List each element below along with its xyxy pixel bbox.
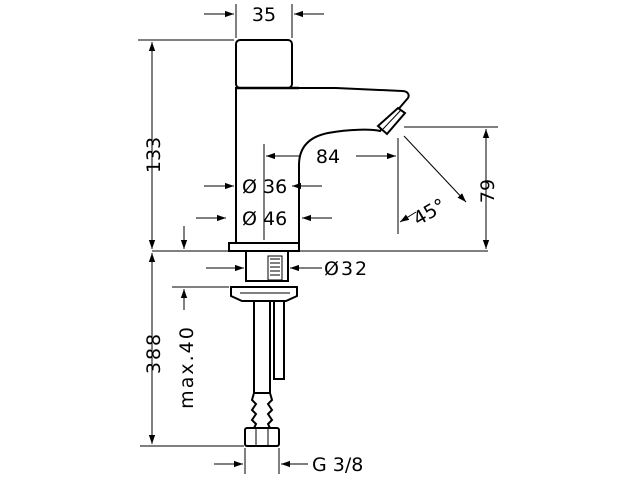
- dim-label-g38: G 3/8: [312, 454, 363, 476]
- dim-label-79: 79: [477, 179, 499, 203]
- fitting-nut: [244, 427, 280, 447]
- dim-label-d32: Ø32: [324, 258, 369, 280]
- dim-body-diameter: Ø 36: [204, 176, 322, 198]
- mounting-assembly: [230, 250, 298, 447]
- faucet-body: [228, 39, 410, 252]
- dim-label-d46: Ø 46: [242, 208, 287, 230]
- spout-body: [235, 87, 410, 244]
- dim-label-d36: Ø 36: [242, 176, 287, 198]
- dim-spout-width: 35: [204, 4, 324, 38]
- dim-label-45deg: 45°: [410, 194, 450, 230]
- dim-max-thickness: max.40: [172, 286, 229, 409]
- supply-hose: [253, 300, 271, 394]
- dim-label-max40: max.40: [176, 325, 198, 409]
- base-plate: [228, 242, 300, 252]
- dim-label-35: 35: [252, 4, 276, 26]
- dim-spray-angle: 45°: [399, 135, 467, 230]
- dim-thread: G 3/8: [214, 448, 363, 476]
- dim-hole-diameter: Ø32: [206, 258, 369, 280]
- dim-spout-height: 79: [404, 126, 499, 249]
- dim-label-84: 84: [316, 146, 340, 168]
- locking-nut: [230, 286, 298, 302]
- dim-total-height: 133: [138, 39, 234, 249]
- dim-label-388: 388: [143, 332, 165, 374]
- push-button-cap: [235, 39, 293, 89]
- threaded-rod: [273, 300, 285, 380]
- hose-braid: [250, 392, 274, 429]
- dim-projection: 84: [263, 138, 399, 240]
- dim-hose-length: 388: [140, 253, 244, 447]
- dim-label-133: 133: [143, 137, 165, 173]
- dim-base-diameter: Ø 46: [196, 208, 332, 230]
